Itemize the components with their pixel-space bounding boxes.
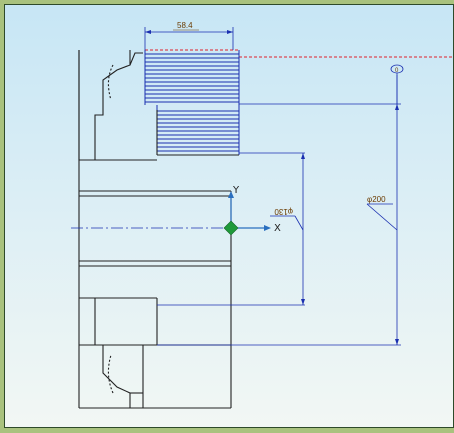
width-dimension-label[interactable]: 58.4 — [177, 21, 193, 30]
arrowheads — [145, 30, 399, 345]
bore-dimension-label[interactable]: φ130 — [274, 207, 293, 216]
drawing-canvas[interactable]: 58.4 φ130 φ200 0 Y X — [5, 5, 454, 428]
datum-marker-label: 0 — [395, 68, 399, 74]
y-axis-label: Y — [232, 185, 240, 196]
section-hatch — [144, 50, 240, 155]
x-axis-label: X — [274, 223, 281, 234]
datum-circle-icon[interactable]: 0 — [390, 64, 404, 74]
dimension-lines — [144, 27, 401, 346]
part-outline — [78, 50, 239, 409]
cad-viewport[interactable]: 58.4 φ130 φ200 0 Y X — [4, 4, 454, 428]
csys-origin-icon[interactable] — [223, 191, 271, 236]
outer-diameter-label[interactable]: φ200 — [367, 195, 386, 204]
